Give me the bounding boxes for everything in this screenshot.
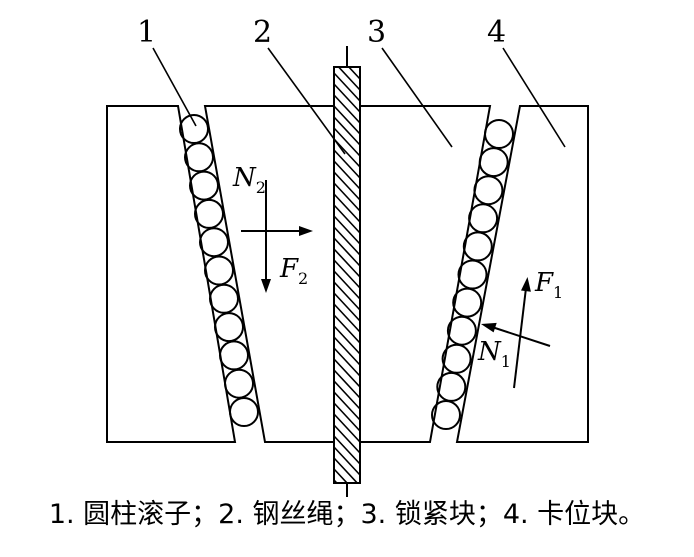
steel-wire-rope — [333, 46, 361, 497]
left-roller-4 — [194, 198, 224, 229]
rope-hatch-line — [334, 237, 360, 267]
left-roller-9 — [219, 340, 249, 371]
rope-hatch-line — [337, 67, 360, 91]
right-roller-4 — [468, 203, 499, 234]
rope-hatch-line — [334, 391, 360, 421]
rope-hatch-line — [334, 160, 360, 190]
rope-hatch-line — [334, 171, 360, 201]
left-force-arrows — [241, 180, 313, 293]
right-roller-group — [431, 119, 514, 430]
rope-hatch-line — [334, 149, 360, 179]
right-roller-11 — [431, 400, 461, 430]
right-locking-block — [359, 105, 492, 443]
rope-hatch-line — [334, 413, 360, 443]
rope-hatch-line — [334, 325, 360, 355]
leader-line-4 — [502, 47, 566, 148]
label-2: 2 — [253, 15, 272, 50]
rope-hatch-line — [334, 127, 360, 157]
rope-hatch-line — [334, 215, 360, 245]
right-outer-block — [455, 105, 589, 443]
right-roller-3 — [473, 175, 504, 206]
label-4: 4 — [487, 15, 506, 50]
right-roller-6 — [457, 259, 488, 290]
rope-hatch-line — [334, 314, 360, 344]
rope-hatch-line — [334, 380, 360, 410]
force-label-n2: N2 — [232, 163, 266, 197]
right-roller-9 — [441, 343, 472, 374]
rope-hatch-line — [334, 292, 360, 322]
left-outer-block — [106, 105, 237, 443]
rope-hatch-line — [334, 347, 360, 377]
right-roller-8 — [446, 315, 477, 346]
rope-hatch-line — [334, 457, 359, 483]
left-roller-2 — [184, 142, 214, 173]
left-roller-5 — [199, 227, 229, 258]
rope-hatch-line — [334, 259, 360, 289]
rope-hatch-line — [334, 105, 360, 135]
force-label-f1: F1 — [534, 268, 563, 302]
rope-hatch-line — [334, 336, 360, 366]
rope-hatch-line — [334, 204, 360, 234]
rope-hatch-line — [334, 402, 360, 432]
left-roller-7 — [209, 283, 239, 314]
rope-hatch-line — [334, 226, 360, 256]
rope-hatch-line — [334, 248, 360, 278]
label-3: 3 — [367, 15, 386, 50]
left-roller-10 — [224, 368, 254, 399]
rope-hatch-line — [334, 193, 360, 223]
left-roller-11 — [229, 397, 259, 427]
rope-hatch-line — [334, 72, 360, 102]
rope-hatch-line — [334, 116, 360, 146]
right-roller-1 — [484, 119, 514, 149]
rope-hatch-line — [334, 281, 360, 311]
left-roller-8 — [214, 312, 244, 343]
rope-hatch-line — [334, 369, 360, 399]
rope-hatch-line — [334, 182, 360, 212]
rope-hatch-line — [334, 94, 360, 124]
force-label-n1: N1 — [477, 337, 511, 371]
rope-hatch-line — [334, 424, 360, 454]
right-roller-7 — [452, 287, 483, 318]
right-roller-5 — [462, 231, 493, 262]
rope-hatch-line — [334, 468, 349, 483]
rope-hatch-line — [334, 303, 360, 333]
left-roller-3 — [189, 170, 219, 201]
leader-line-2 — [267, 47, 346, 155]
force-label-f2: F2 — [279, 254, 308, 288]
left-roller-1 — [179, 114, 209, 144]
leader-line-1 — [152, 47, 197, 127]
left-roller-group — [179, 114, 259, 427]
left-locking-block — [203, 105, 335, 443]
right-force-arrows — [481, 277, 551, 389]
right-roller-2 — [478, 147, 509, 178]
figure-caption: 1. 圆柱滚子；2. 钢丝绳；3. 锁紧块；4. 卡位块。 — [48, 499, 646, 530]
rope-hatch-line — [334, 358, 360, 388]
rope-hatch-line — [334, 446, 360, 476]
right-roller-10 — [436, 371, 467, 402]
rope-hatch-line — [334, 270, 360, 300]
leader-line-3 — [381, 47, 453, 148]
rope-hatch-line — [334, 435, 360, 465]
label-1: 1 — [137, 15, 156, 50]
rope-hatch-line — [334, 83, 360, 113]
left-roller-6 — [204, 255, 234, 286]
rope-hatch-line — [347, 67, 360, 80]
